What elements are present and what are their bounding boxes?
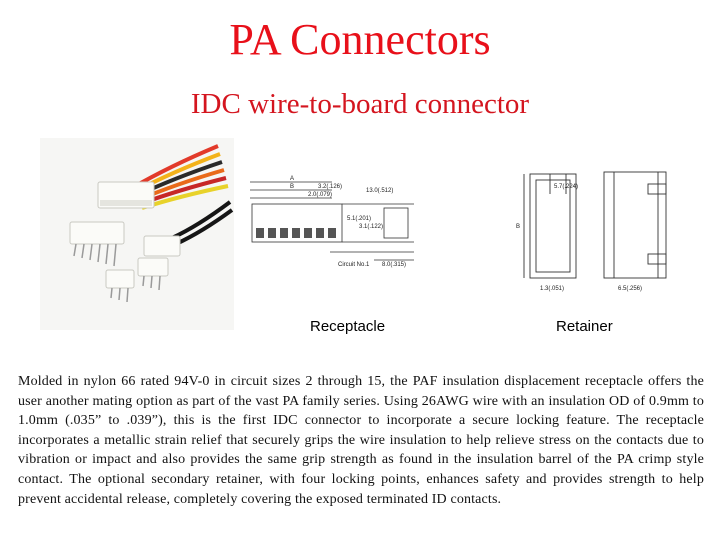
- retainer-drawing: 5.7(.224) B 1.3(.051) 6.5(.256): [510, 164, 690, 300]
- retainer-dim-b: B: [516, 224, 520, 230]
- receptacle-caption: Receptacle: [310, 318, 386, 335]
- receptacle-drawing: A B 3.2(.126) 2.0(.079) 13.0(.512) 5.1(.…: [244, 168, 424, 298]
- receptacle-dim-overall: 13.0(.512): [366, 188, 393, 194]
- retainer-dim-bottom-right: 6.5(.256): [618, 286, 642, 292]
- page-title: PA Connectors: [229, 15, 491, 64]
- receptacle-dim-a: A: [290, 176, 294, 182]
- page-subtitle: IDC wire-to-board connector: [190, 88, 530, 120]
- retainer-dim-bottom-left: 1.3(.051): [540, 286, 564, 292]
- receptacle-dim-top: 3.2(.126): [318, 184, 342, 190]
- connector-photo-image: [69, 144, 234, 303]
- connector-photo: [40, 138, 234, 330]
- receptacle-dim-side2: 3.1(.122): [359, 224, 383, 230]
- receptacle-drawing-svg: A B 3.2(.126) 2.0(.079) 13.0(.512) 5.1(.…: [250, 176, 414, 268]
- description-paragraph: Molded in nylon 66 rated 94V-0 in circui…: [18, 374, 704, 507]
- retainer-caption: Retainer: [556, 318, 613, 335]
- receptacle-dim-bottom: 8.0(.315): [382, 262, 406, 268]
- receptacle-dim-top2: 2.0(.079): [308, 192, 332, 198]
- receptacle-circuit-label: Circuit No.1: [338, 262, 370, 268]
- retainer-drawing-svg: 5.7(.224) B 1.3(.051) 6.5(.256): [516, 171, 667, 292]
- retainer-dim-top: 5.7(.224): [554, 184, 578, 190]
- receptacle-dim-b: B: [290, 184, 294, 190]
- receptacle-dim-side1: 5.1(.201): [347, 216, 371, 222]
